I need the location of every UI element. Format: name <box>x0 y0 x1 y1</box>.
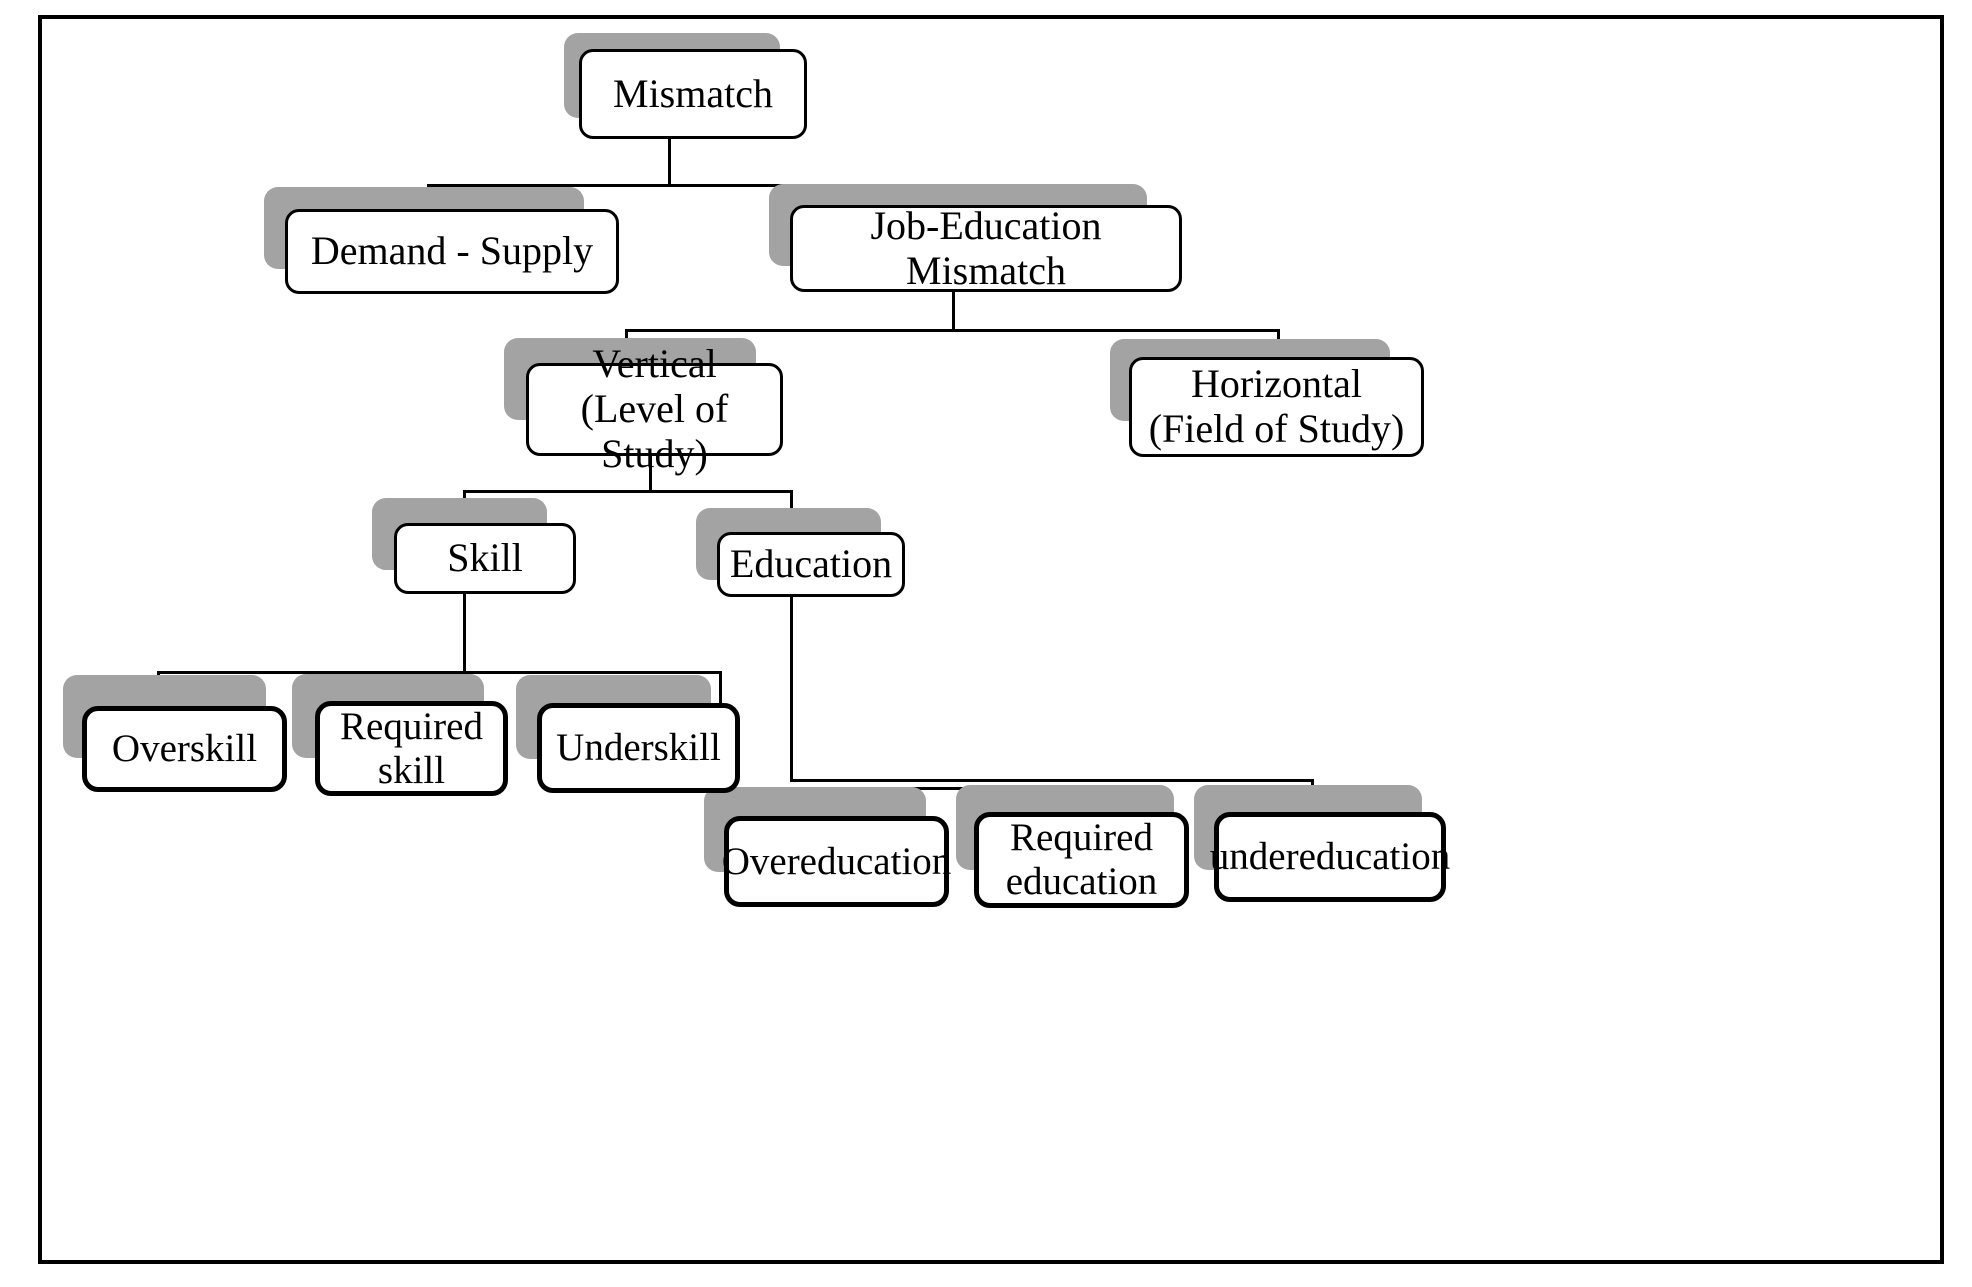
node-required-skill-label-line1: Required <box>340 704 483 748</box>
node-skill[interactable]: Skill <box>394 523 576 594</box>
node-overeducation-label: Overeducation <box>721 839 952 883</box>
connector-root-stem <box>668 139 671 187</box>
connector-vertical-stem <box>649 456 652 493</box>
node-overskill[interactable]: Overskill <box>82 706 287 792</box>
connector-vertical-bar <box>463 490 793 493</box>
connector-to-underskill <box>719 671 722 719</box>
connector-education-bar-lower <box>790 787 1080 790</box>
node-overskill-label: Overskill <box>111 727 258 771</box>
node-demand-supply[interactable]: Demand - Supply <box>285 209 619 294</box>
node-required-education[interactable]: Required education <box>974 812 1189 908</box>
node-education[interactable]: Education <box>717 532 905 597</box>
node-required-skill-label-line2: skill <box>377 748 446 792</box>
node-horizontal-label-line1: Horizontal <box>1190 361 1363 407</box>
node-horizontal-label-line2: (Field of Study) <box>1148 406 1405 451</box>
node-overeducation[interactable]: Overeducation <box>722 816 951 907</box>
connector-root-bar <box>427 184 910 187</box>
node-required-education-label-line1: Required <box>1010 816 1153 860</box>
connector-skill-bar <box>157 671 722 674</box>
node-horizontal[interactable]: Horizontal (Field of Study) <box>1129 357 1424 457</box>
node-vertical-label-line1: Vertical <box>592 341 717 387</box>
node-undereducation-label: undereducation <box>1209 835 1451 879</box>
diagram-frame: Mismatch Demand - Supply Job-Education M… <box>38 15 1944 1264</box>
node-underskill-label: Underskill <box>556 726 721 770</box>
node-mismatch-label: Mismatch <box>613 70 773 116</box>
node-undereducation[interactable]: undereducation <box>1210 812 1450 902</box>
connector-education-stem <box>790 597 793 781</box>
connector-skill-stem <box>463 594 466 674</box>
node-underskill[interactable]: Underskill <box>537 703 740 793</box>
node-demand-supply-label: Demand - Supply <box>310 228 594 274</box>
connector-jem-stem <box>952 292 955 332</box>
connector-education-bar <box>790 779 1314 782</box>
node-job-education-mismatch-label: Job-Education Mismatch <box>870 202 1102 293</box>
connector-jem-bar <box>625 329 1280 332</box>
node-vertical-label-line2: (Level of Study) <box>580 386 729 476</box>
node-mismatch[interactable]: Mismatch <box>579 49 807 139</box>
node-education-label: Education <box>729 541 893 587</box>
node-job-education-mismatch[interactable]: Job-Education Mismatch <box>790 202 1182 293</box>
node-vertical[interactable]: Vertical (Level of Study) <box>526 342 783 476</box>
node-required-skill[interactable]: Required skill <box>315 701 508 796</box>
node-required-education-label-line2: education <box>1005 860 1158 903</box>
node-skill-label: Skill <box>447 535 523 581</box>
